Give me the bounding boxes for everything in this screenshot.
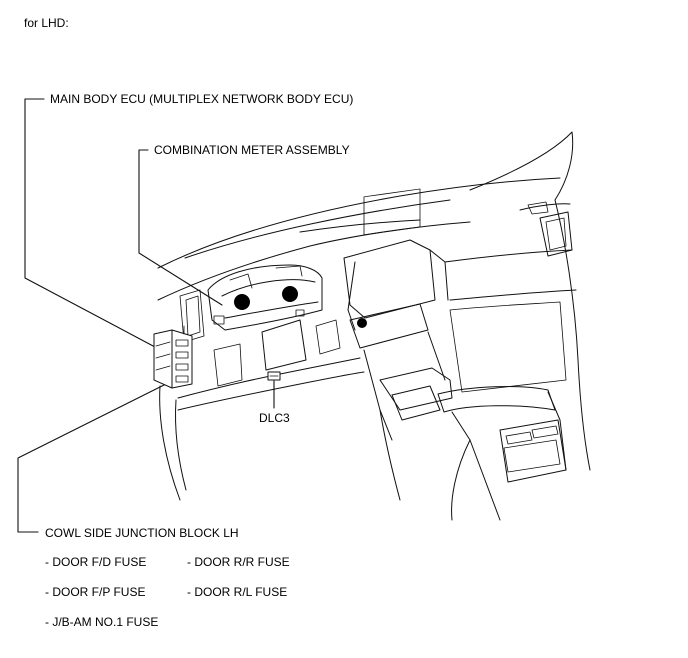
- fuse-item: - DOOR R/R FUSE: [187, 555, 290, 569]
- label-main-body-ecu: MAIN BODY ECU (MULTIPLEX NETWORK BODY EC…: [50, 92, 354, 106]
- leader-combination-meter: [138, 149, 223, 306]
- page-header: for LHD:: [24, 16, 69, 30]
- fuse-item: - J/B-AM NO.1 FUSE: [45, 615, 159, 629]
- leader-cowl-side-jb: [17, 383, 167, 533]
- label-dlc3: DLC3: [259, 411, 290, 425]
- fuse-item: - DOOR F/D FUSE: [45, 555, 147, 569]
- label-combination-meter: COMBINATION METER ASSEMBLY: [154, 143, 350, 157]
- label-cowl-side-junction-block: COWL SIDE JUNCTION BLOCK LH: [45, 526, 239, 540]
- leader-main-body-ecu: [24, 98, 156, 348]
- dashboard-outline: [153, 131, 591, 521]
- fuse-item: - DOOR F/P FUSE: [45, 585, 146, 599]
- fuse-item: - DOOR R/L FUSE: [187, 585, 288, 599]
